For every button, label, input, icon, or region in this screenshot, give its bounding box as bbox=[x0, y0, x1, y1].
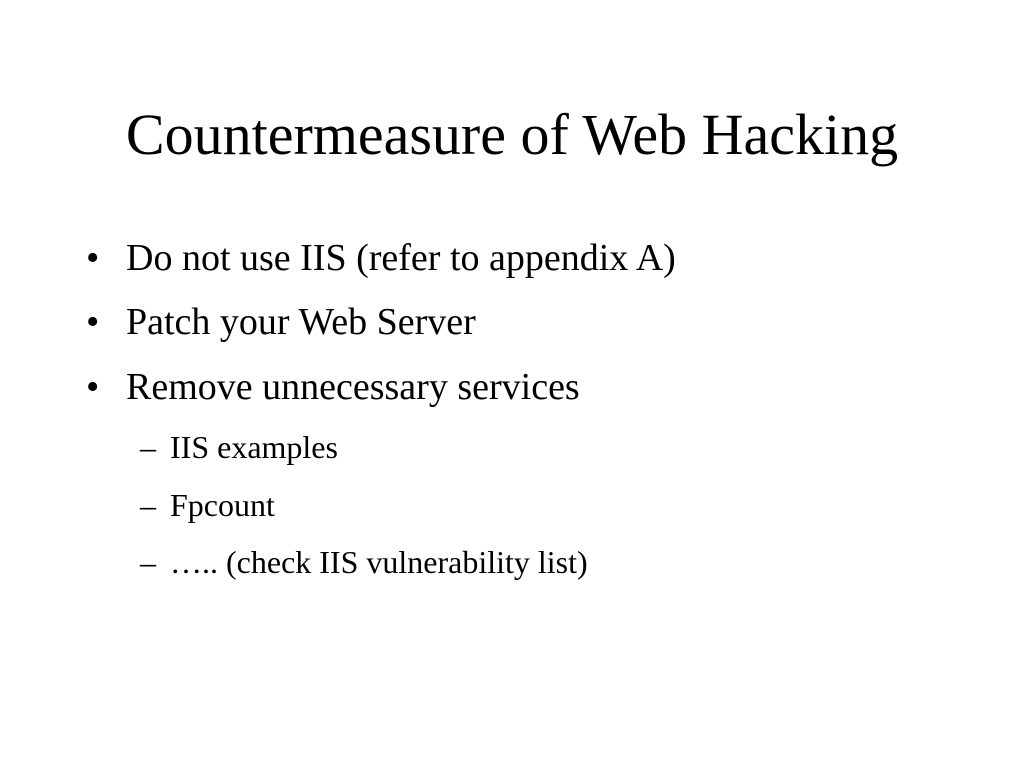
sub-bullet-item: –IIS examples bbox=[140, 428, 338, 466]
slide-title: Countermeasure of Web Hacking bbox=[125, 102, 899, 167]
sub-bullet-item: –….. (check IIS vulnerability list) bbox=[140, 543, 588, 581]
sub-bullet-marker: – bbox=[140, 429, 156, 465]
bullet-marker: • bbox=[86, 366, 100, 408]
bullet-item: • Patch your Web Server bbox=[86, 300, 476, 344]
bullet-text: Remove unnecessary services bbox=[126, 366, 580, 408]
sub-bullet-marker: – bbox=[140, 544, 156, 580]
sub-bullet-text: IIS examples bbox=[170, 429, 338, 465]
bullet-marker: • bbox=[86, 237, 100, 279]
sub-bullet-marker: – bbox=[140, 487, 156, 523]
bullet-item: • Remove unnecessary services bbox=[86, 365, 580, 409]
bullet-text: Do not use IIS (refer to appendix A) bbox=[126, 237, 676, 279]
bullet-marker: • bbox=[86, 301, 100, 343]
sub-bullet-text: Fpcount bbox=[170, 487, 275, 523]
sub-bullet-text: ….. (check IIS vulnerability list) bbox=[170, 544, 588, 580]
bullet-item: • Do not use IIS (refer to appendix A) bbox=[86, 236, 676, 280]
bullet-text: Patch your Web Server bbox=[126, 301, 476, 343]
sub-bullet-item: –Fpcount bbox=[140, 486, 275, 524]
